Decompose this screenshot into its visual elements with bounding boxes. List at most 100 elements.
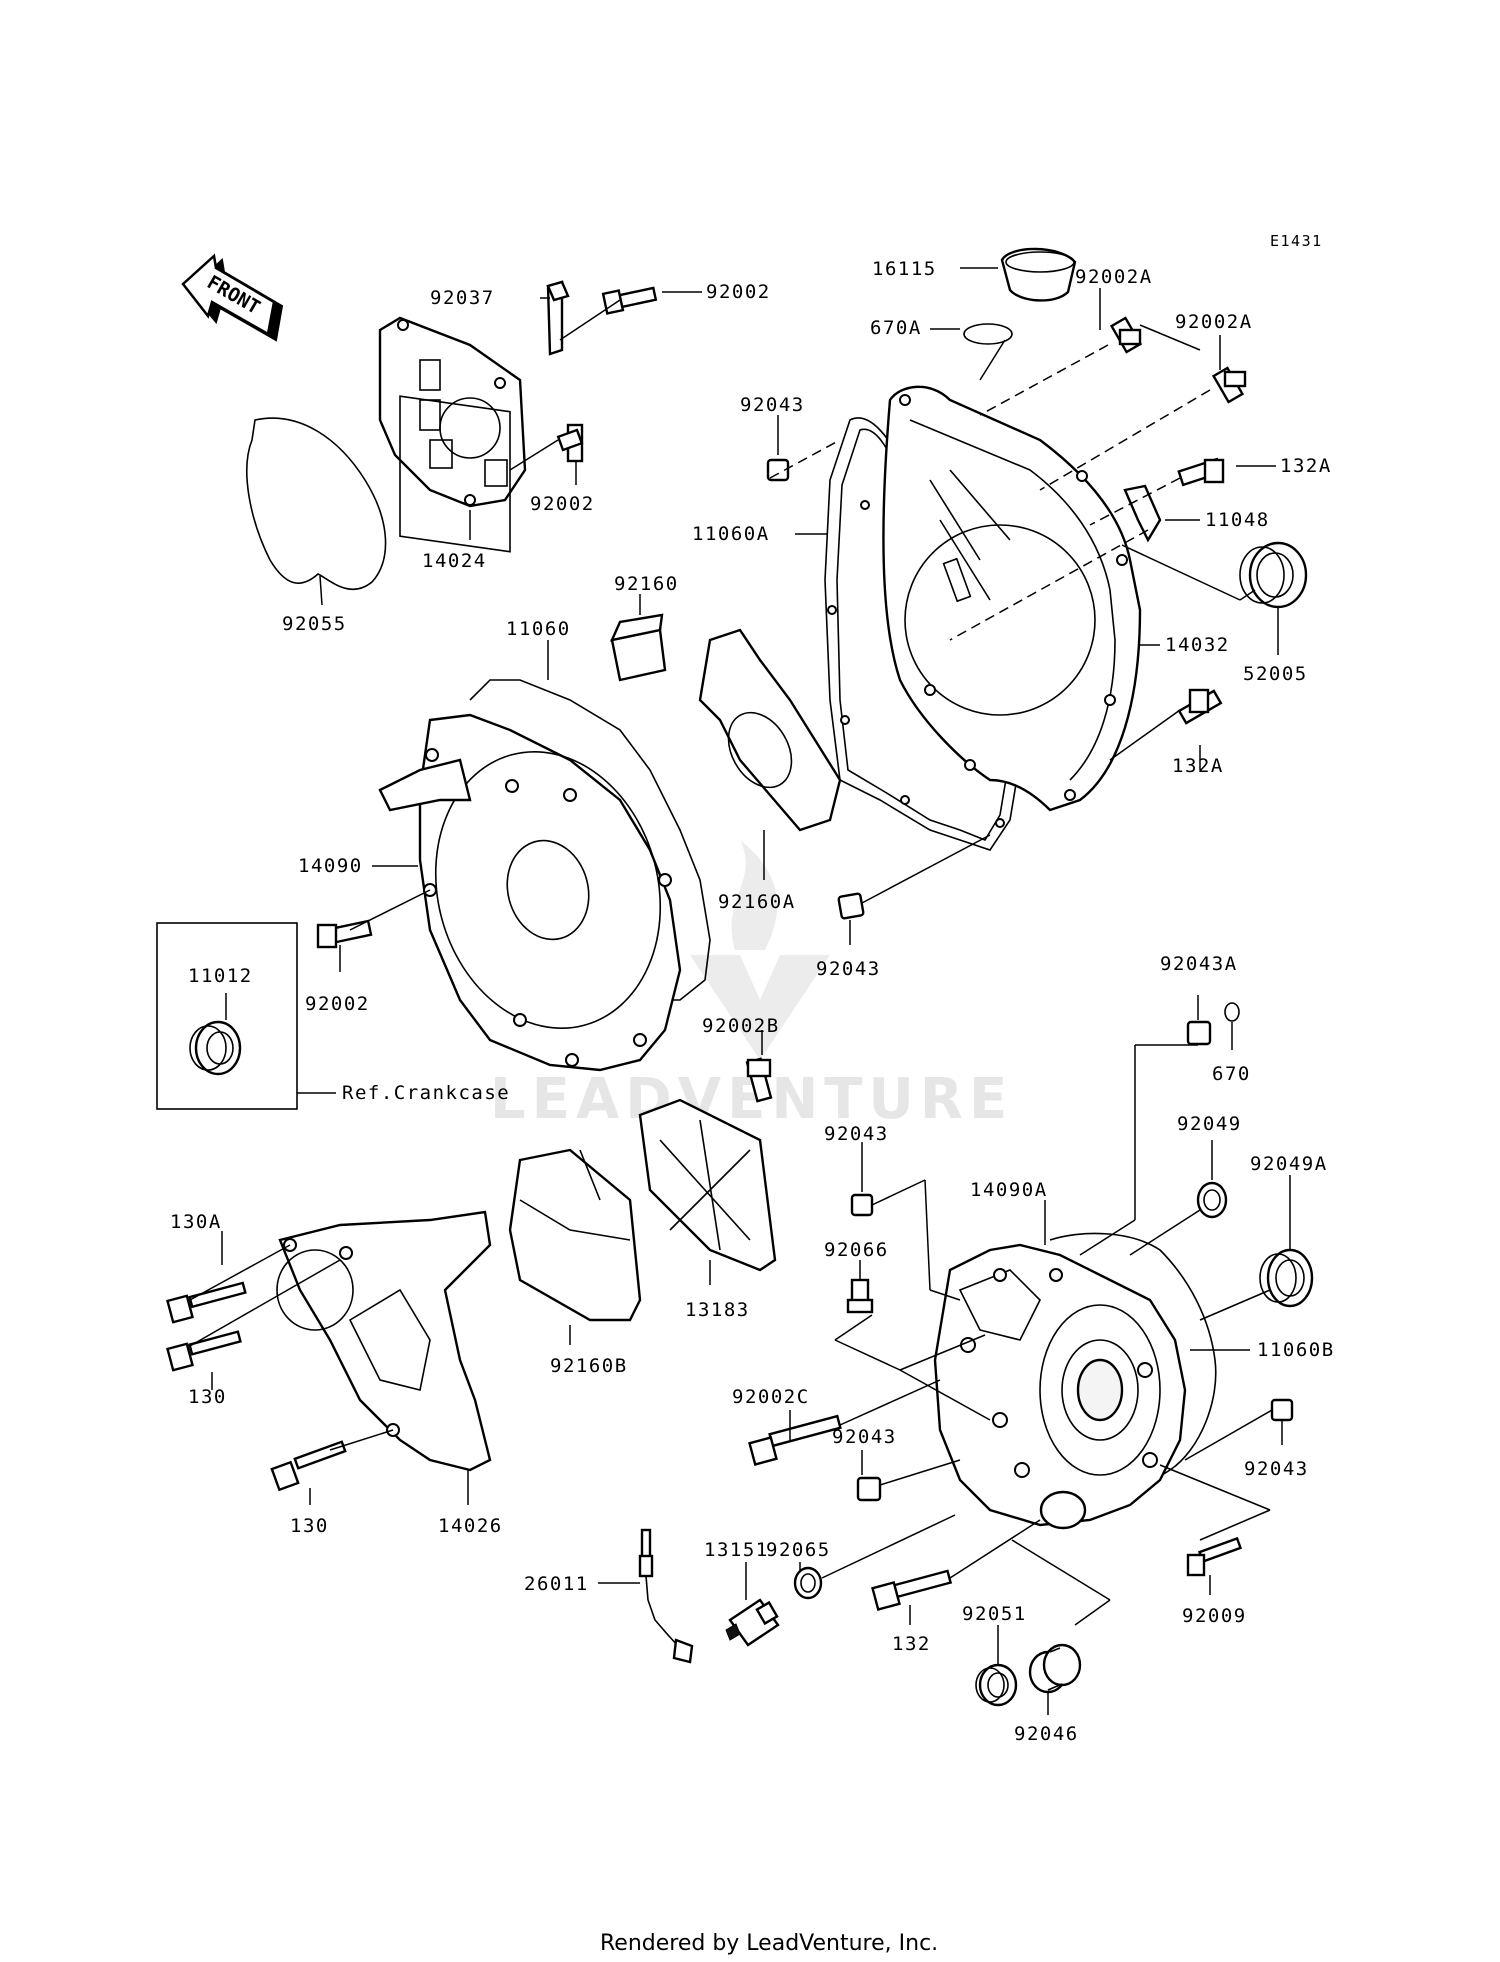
label-92002-1: 92002 (706, 281, 771, 303)
label-92043-1: 92043 (740, 394, 805, 416)
leader-lines (189, 267, 1291, 1715)
label-14032: 14032 (1165, 634, 1230, 656)
label-130-2: 130 (290, 1515, 329, 1537)
label-92002C: 92002C (732, 1386, 810, 1408)
label-92002B: 92002B (702, 1015, 780, 1037)
cover-14032 (882, 385, 1142, 812)
gasket-11060 (469, 679, 711, 1001)
label-52005: 52005 (1243, 663, 1308, 685)
bolt-130-2 (270, 1440, 347, 1492)
diagram-code: E1431 (1270, 232, 1323, 250)
label-92002-3: 92002 (305, 993, 370, 1015)
label-11060A: 11060A (692, 523, 770, 545)
cover-14090A (933, 1243, 1187, 1530)
front-arrow-icon: FRONT (181, 253, 284, 342)
label-92037: 92037 (430, 287, 495, 309)
label-130A: 130A (170, 1211, 222, 1233)
damper-92160B (508, 1148, 642, 1322)
label-92043-3: 92043 (824, 1123, 889, 1145)
oring-670 (1224, 1002, 1240, 1022)
watermark-logo (690, 840, 830, 1060)
plate-13183 (638, 1098, 777, 1272)
screw-92009 (1186, 1536, 1243, 1577)
bolt-132A-1 (1177, 457, 1225, 487)
label-670: 670 (1212, 1063, 1251, 1085)
switch-13151 (725, 1598, 780, 1647)
seal-92049A (1259, 1248, 1314, 1308)
label-92043-4: 92043 (832, 1426, 897, 1448)
bolt-92002-top (601, 286, 658, 315)
watermark-text: LEADVENTURE (490, 1067, 1013, 1132)
seal-92051 (975, 1663, 1018, 1707)
dowel-92043-lower-right (856, 1476, 882, 1502)
bolt-132 (871, 1569, 953, 1611)
label-92043-2: 92043 (816, 958, 881, 980)
seal-52005 (1239, 541, 1308, 609)
label-92160B: 92160B (550, 1355, 628, 1377)
bolt-92066 (846, 1278, 874, 1314)
label-132A-1: 132A (1280, 455, 1332, 477)
label-14090A: 14090A (970, 1179, 1048, 1201)
bolt-92002A-1 (1109, 316, 1143, 354)
label-92049A: 92049A (1250, 1153, 1328, 1175)
label-13151: 13151 (704, 1539, 769, 1561)
dowel-92043-upper (766, 458, 790, 482)
label-16115: 16115 (872, 258, 937, 280)
cap-16115 (1000, 247, 1077, 302)
label-132: 132 (892, 1633, 931, 1655)
cover-14090 (378, 713, 682, 1072)
bolt-92002-mid (556, 423, 584, 463)
label-92002A-2: 92002A (1175, 311, 1253, 333)
dowel-92043-right (850, 1193, 874, 1217)
dowel-92043A (1186, 1020, 1212, 1046)
dowel-92043-far-right (1270, 1398, 1294, 1422)
bolt-92002-left (316, 919, 373, 949)
bracket-11048 (1123, 484, 1162, 543)
label-92065: 92065 (766, 1539, 831, 1561)
gasket-92055 (246, 417, 387, 591)
cover-14026 (276, 1210, 492, 1472)
bolt-130-1 (166, 1330, 242, 1372)
footer-credit: Rendered by LeadVenture, Inc. (600, 1931, 938, 1956)
label-11012: 11012 (188, 965, 253, 987)
damper-92160A (698, 628, 842, 832)
label-92066: 92066 (824, 1239, 889, 1261)
bolt-130A (166, 1281, 247, 1324)
ref-crankcase-box: 11012 Ref.Crankcase (156, 922, 510, 1110)
label-11048: 11048 (1205, 509, 1270, 531)
bracket-92037 (546, 280, 570, 356)
label-92002A-1: 92002A (1075, 266, 1153, 288)
oring-670A (963, 323, 1013, 345)
label-92049: 92049 (1177, 1113, 1242, 1135)
cover-14024 (378, 316, 527, 553)
lead-wire-26011 (638, 1528, 694, 1664)
washer-92065 (793, 1566, 823, 1600)
label-92043-5: 92043 (1244, 1458, 1309, 1480)
label-92043A: 92043A (1160, 953, 1238, 975)
ref-crankcase-note: Ref.Crankcase (342, 1082, 510, 1104)
bolt-92002B (745, 1057, 773, 1103)
bolt-132A-2 (1177, 688, 1223, 725)
label-92160A: 92160A (718, 891, 796, 913)
label-26011: 26011 (524, 1573, 589, 1595)
label-14026: 14026 (438, 1515, 503, 1537)
label-92009: 92009 (1182, 1605, 1247, 1627)
bearing-92046 (1028, 1643, 1082, 1694)
label-14090: 14090 (298, 855, 363, 877)
label-92002-2: 92002 (530, 493, 595, 515)
label-11060B: 11060B (1257, 1339, 1335, 1361)
part-labels: 16115 92002A 92002A 670A 92037 92002 920… (170, 258, 1335, 1745)
label-92046: 92046 (1014, 1723, 1079, 1745)
bolt-92002C (748, 1414, 842, 1466)
dowel-92043-lower (837, 892, 865, 920)
label-92160: 92160 (614, 573, 679, 595)
label-13183: 13183 (685, 1299, 750, 1321)
label-92051: 92051 (962, 1603, 1027, 1625)
label-670A: 670A (870, 317, 922, 339)
seal-92049 (1196, 1181, 1228, 1219)
label-92055: 92055 (282, 613, 347, 635)
bolt-92002A-2 (1211, 366, 1247, 404)
damper-92160 (609, 613, 667, 682)
label-14024: 14024 (422, 550, 487, 572)
